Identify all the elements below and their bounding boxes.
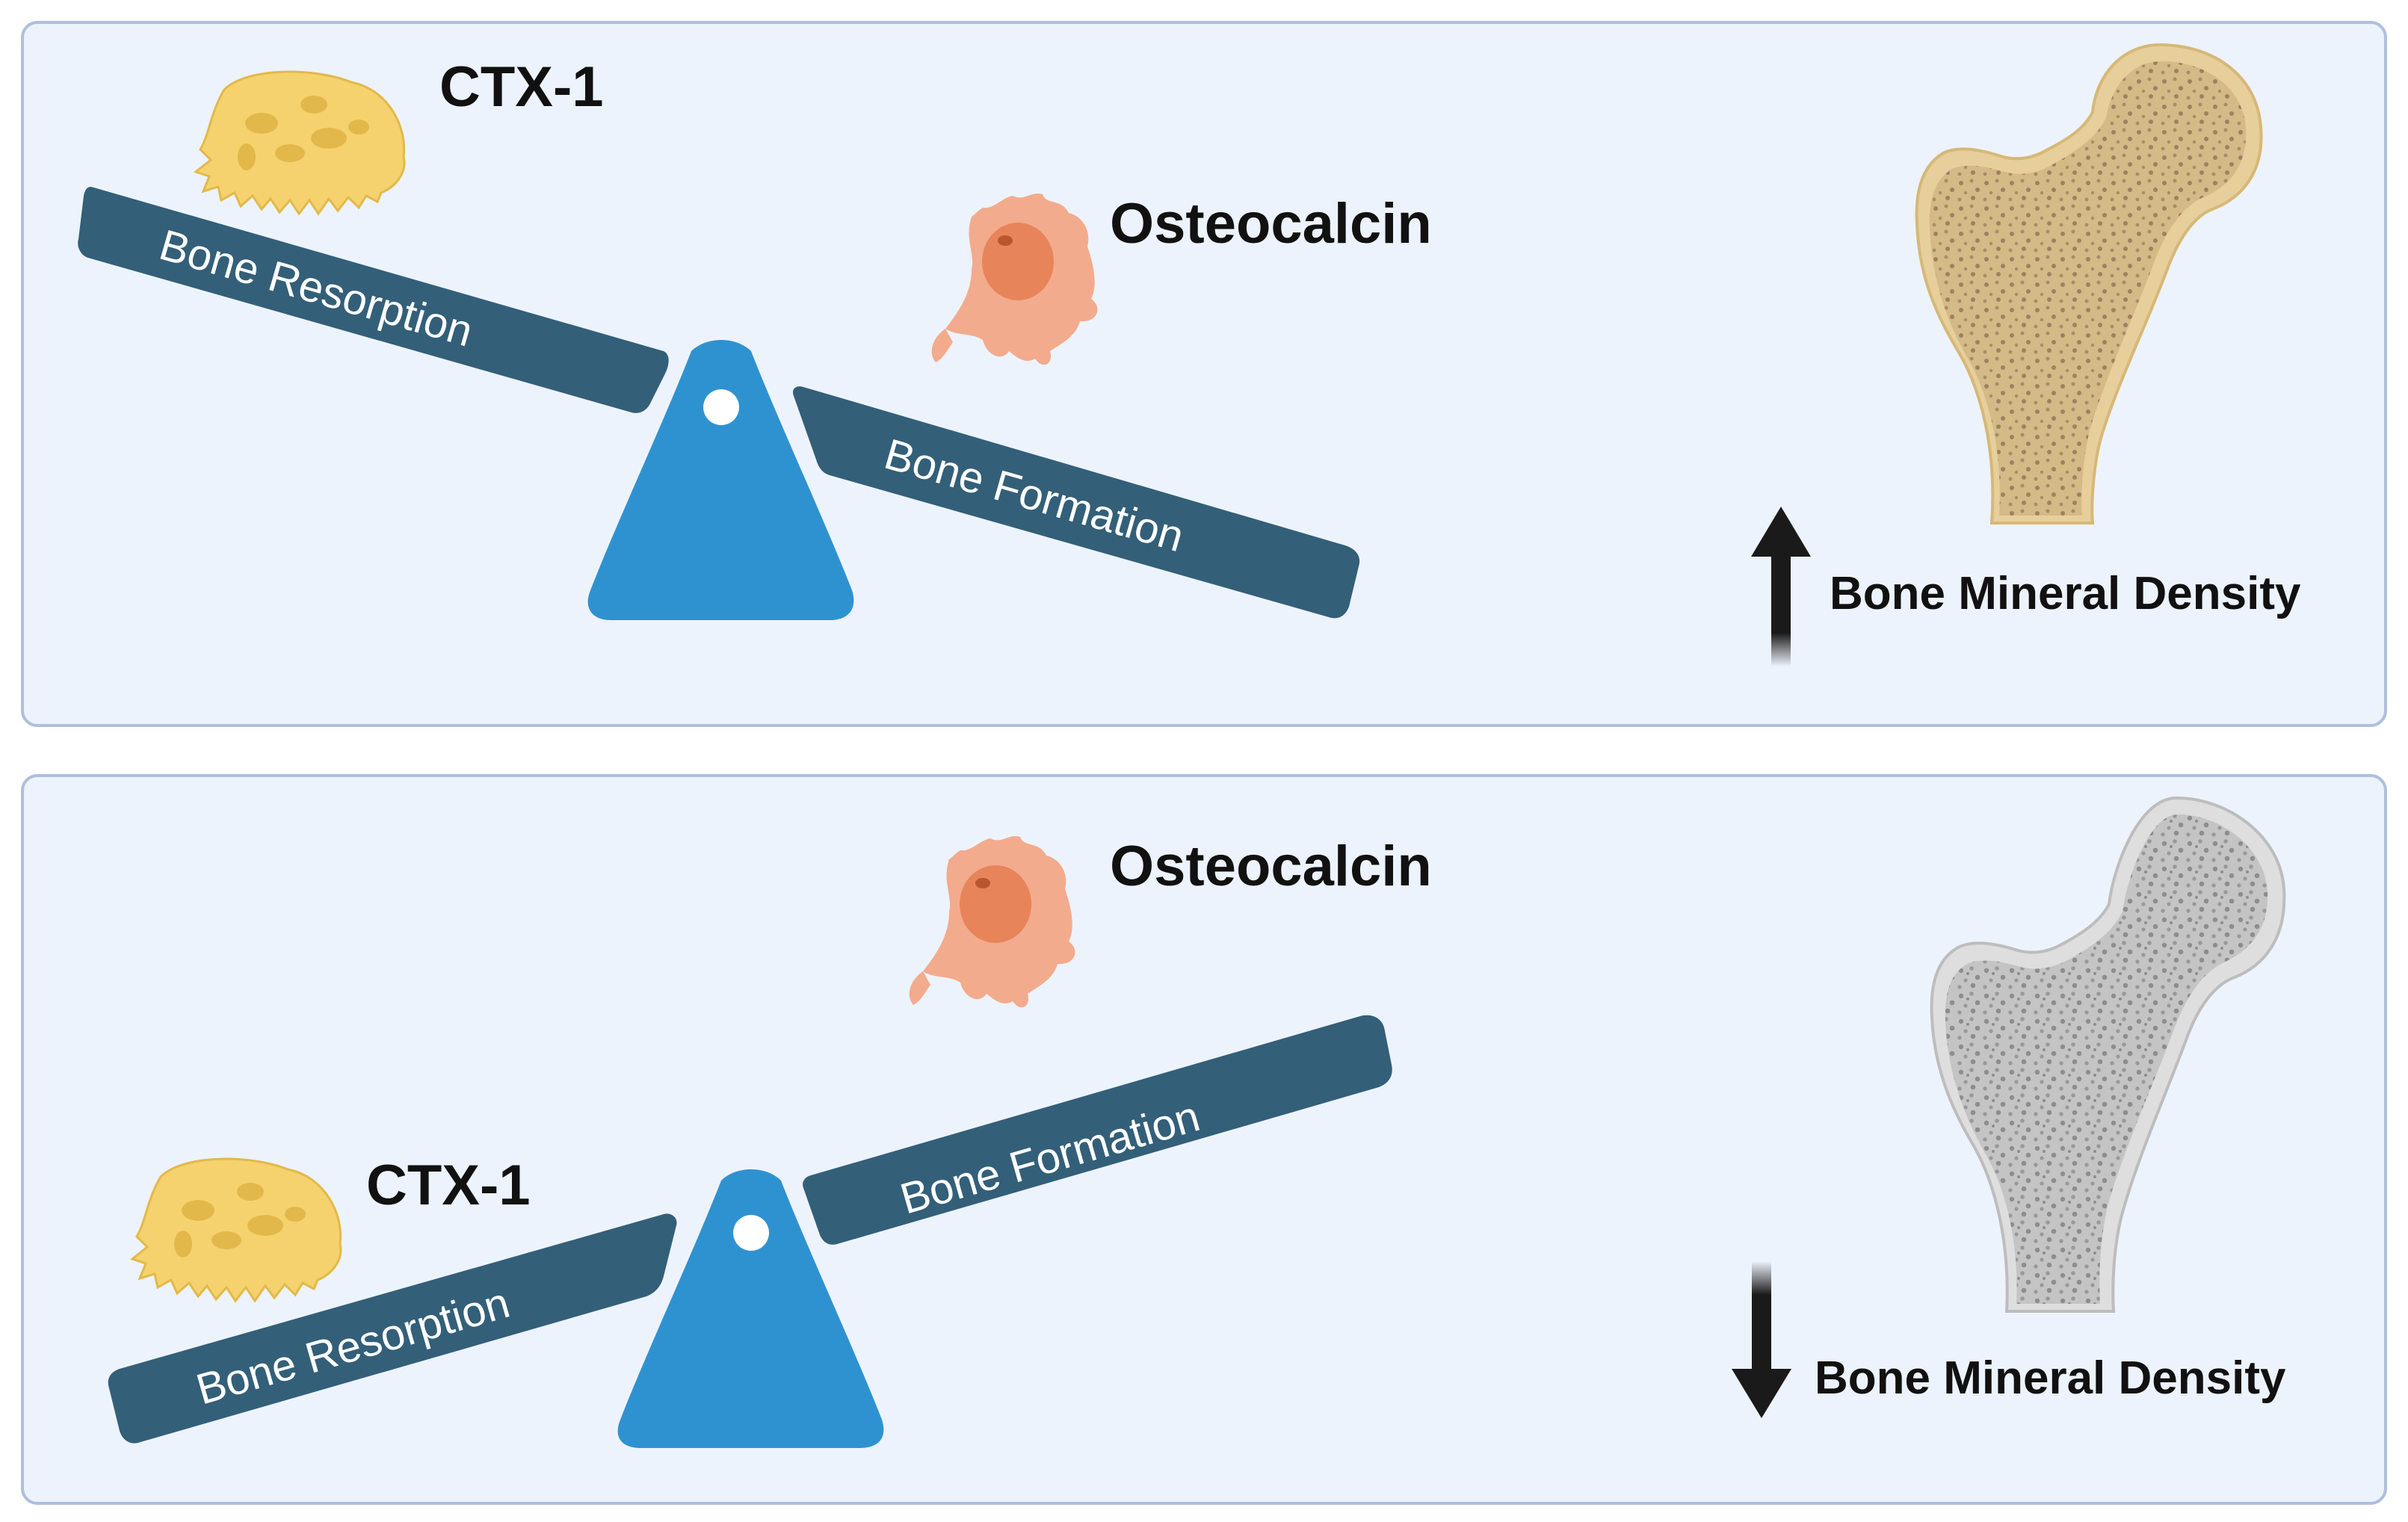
arrow-down-icon	[1732, 1261, 1791, 1418]
arrow-up-icon	[1751, 507, 1811, 666]
osteoclast-cell-icon	[193, 70, 406, 216]
formation-beam-bottom: Bone Formation	[803, 1015, 1392, 1245]
osteoclast-cell-icon	[129, 1157, 342, 1303]
osteoblast-cell-icon	[909, 835, 1075, 1008]
fulcrum-top-icon	[587, 340, 854, 620]
osteoblast-cell-icon	[931, 193, 1098, 365]
ctx1-label-bottom: CTX-1	[366, 1154, 531, 1217]
femur-healthy-icon	[1915, 43, 2263, 525]
femur-porous-icon	[1930, 796, 2286, 1313]
osteocalcin-label-bottom: Osteocalcin	[1110, 835, 1432, 898]
formation-beam-top: Bone Formation	[792, 386, 1360, 619]
resorption-beam-top: Bone Resorption	[78, 187, 669, 413]
bmd-label-bottom: Bone Mineral Density	[1815, 1352, 2286, 1404]
bmd-label-top: Bone Mineral Density	[1830, 568, 2301, 619]
ctx1-label-top: CTX-1	[439, 55, 604, 119]
fulcrum-bottom-icon	[617, 1169, 884, 1448]
osteocalcin-label-top: Osteocalcin	[1110, 192, 1432, 256]
